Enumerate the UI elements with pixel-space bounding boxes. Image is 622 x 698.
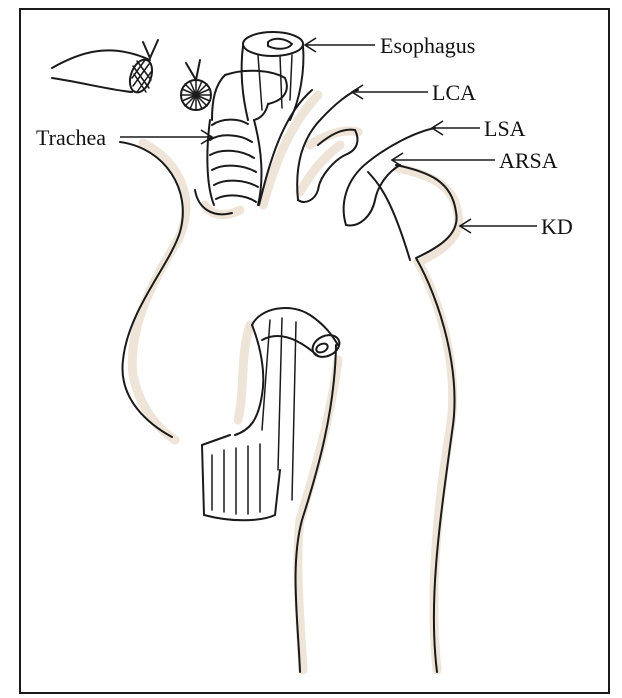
- label-lca: LCA: [432, 80, 476, 105]
- label-lsa: LSA: [484, 116, 526, 141]
- aorta-outline: [120, 90, 457, 672]
- esophagus-drawing: [242, 32, 304, 120]
- vessel-stump: [52, 40, 158, 95]
- trachea-stump-rays: [181, 80, 211, 110]
- label-arsa: ARSA: [499, 148, 558, 173]
- label-esophagus: Esophagus: [380, 33, 475, 58]
- label-trachea: Trachea: [36, 125, 106, 150]
- labels: Esophagus LCA LSA ARSA KD Trachea: [36, 33, 573, 239]
- lower-esophagus-drawing: [202, 308, 343, 520]
- label-kd: KD: [541, 214, 573, 239]
